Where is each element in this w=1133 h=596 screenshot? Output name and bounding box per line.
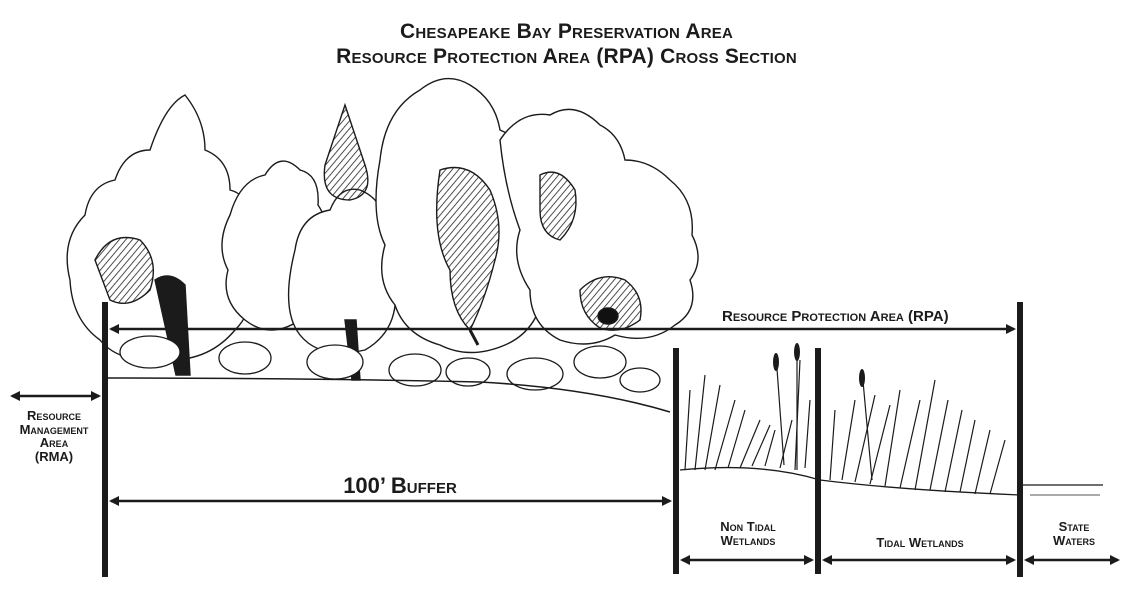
shrub-sketch (119, 335, 661, 393)
nontidal-tidal-boundary-bar (815, 348, 821, 574)
wetland-ground-line (679, 466, 1021, 496)
rpa-label: Resource Protection Area (RPA) (720, 308, 951, 325)
rma-rpa-boundary-bar (102, 302, 108, 577)
rpa-state-waters-boundary-bar (1017, 302, 1023, 577)
non-tidal-wetlands-label: Non Tidal Wetlands (682, 520, 814, 547)
state-waters-label-line-2: Waters (1052, 532, 1096, 548)
buffer-wetland-boundary-bar (673, 348, 679, 574)
state-waters-label: State Waters (1026, 520, 1122, 547)
non-tidal-label-line-1: Non Tidal (720, 519, 776, 534)
rma-label: Resource Management Area (RMA) (2, 409, 106, 464)
ground-line (104, 377, 671, 413)
tree-canopy-sketch (66, 77, 699, 381)
rma-label-line-4: (RMA) (34, 448, 74, 464)
diagram-title-line-2: Resource Protection Area (RPA) Cross Sec… (336, 45, 797, 68)
rma-label-line-3: Area (39, 435, 69, 451)
rma-label-line-2: Management (19, 421, 89, 437)
tidal-wetlands-label: Tidal Wetlands (876, 535, 964, 550)
state-waters-label-line-1: State (1058, 519, 1090, 534)
cattail-heads (773, 343, 865, 387)
non-tidal-label-line-2: Wetlands (720, 532, 776, 548)
diagram-title-line-1: Chesapeake Bay Preservation Area (400, 20, 733, 43)
rma-label-line-1: Resource (27, 408, 81, 423)
wetland-grass-sketch (684, 345, 1006, 495)
buffer-label: 100’ Buffer (343, 473, 457, 498)
